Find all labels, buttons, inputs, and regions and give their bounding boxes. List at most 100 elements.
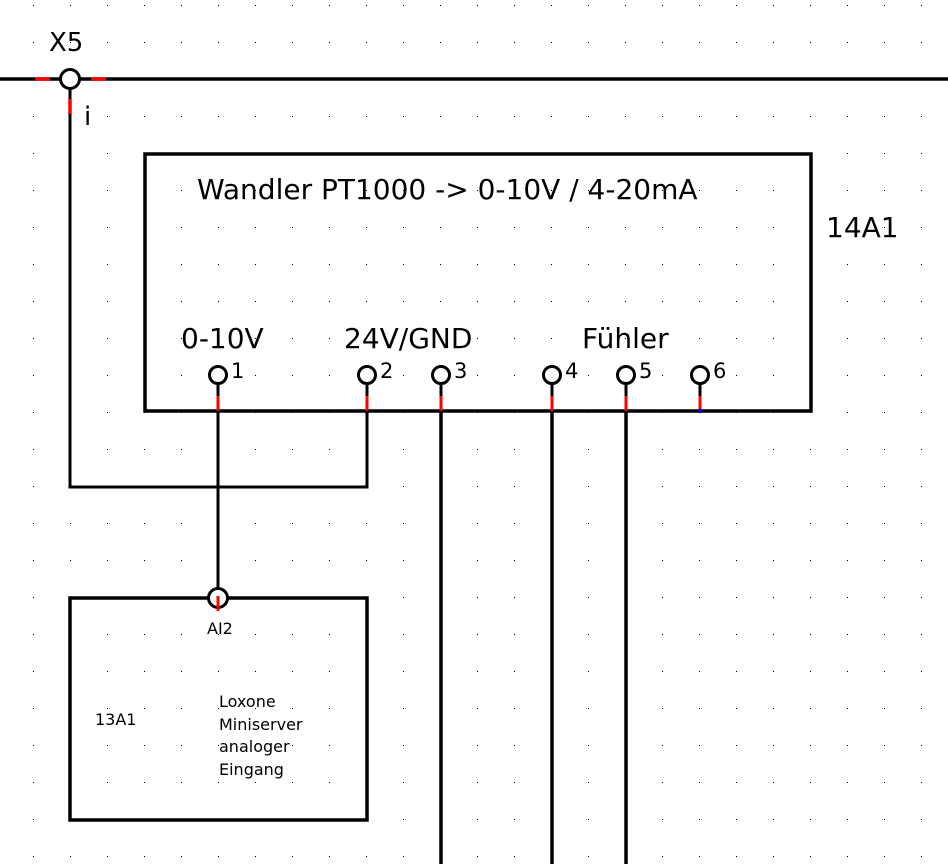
pin-terminal[interactable] xyxy=(616,365,636,385)
grid-dot xyxy=(33,227,34,228)
grid-dot xyxy=(514,5,515,6)
grid-dot xyxy=(144,116,145,117)
grid-dot xyxy=(514,227,515,228)
pin-terminal[interactable] xyxy=(208,365,228,385)
grid-dot xyxy=(921,338,922,339)
grid-dot xyxy=(107,671,108,672)
grid-dot xyxy=(884,190,885,191)
grid-dot xyxy=(218,745,219,746)
grid-dot xyxy=(403,597,404,598)
grid-dot xyxy=(218,42,219,43)
grid-dot xyxy=(255,782,256,783)
grid-dot xyxy=(477,5,478,6)
grid-dot xyxy=(847,412,848,413)
grid-dot xyxy=(699,5,700,6)
grid-dot xyxy=(810,634,811,635)
converter-box[interactable] xyxy=(143,152,813,413)
pin-terminal[interactable] xyxy=(357,365,377,385)
grid-dot xyxy=(181,227,182,228)
grid-dot xyxy=(514,745,515,746)
converter-pin-4[interactable]: 4 xyxy=(542,359,579,411)
pin-terminal[interactable] xyxy=(690,365,710,385)
grid-dot xyxy=(107,856,108,857)
grid-dot xyxy=(699,190,700,191)
grid-dot xyxy=(699,782,700,783)
grid-dot xyxy=(810,42,811,43)
grid-dot xyxy=(477,338,478,339)
grid-dot xyxy=(477,449,478,450)
grid-dot xyxy=(699,671,700,672)
grid-dot xyxy=(662,301,663,302)
grid-dot xyxy=(884,42,885,43)
grid-dot xyxy=(255,560,256,561)
grid-dot xyxy=(403,782,404,783)
pin-number: 3 xyxy=(454,359,467,383)
grid-dot xyxy=(514,856,515,857)
grid-dot xyxy=(181,42,182,43)
miniserver-desc-line: Loxone xyxy=(219,692,276,711)
grid-dot xyxy=(366,264,367,265)
grid-dot xyxy=(625,264,626,265)
grid-dot xyxy=(218,782,219,783)
grid-dot xyxy=(773,338,774,339)
grid-dot xyxy=(662,819,663,820)
converter-pin-6[interactable]: 6 xyxy=(690,359,727,413)
grid-dot xyxy=(255,116,256,117)
grid-dot xyxy=(107,5,108,6)
grid-dot xyxy=(440,42,441,43)
grid-dot xyxy=(662,227,663,228)
grid-dot xyxy=(403,671,404,672)
grid-dot xyxy=(847,227,848,228)
grid-dot xyxy=(773,486,774,487)
grid-dot xyxy=(107,634,108,635)
converter-pin-5[interactable]: 5 xyxy=(616,359,653,411)
grid-dot xyxy=(588,708,589,709)
converter-pin-2[interactable]: 2 xyxy=(357,359,394,411)
pin-number: 5 xyxy=(639,359,652,383)
grid-dot xyxy=(292,116,293,117)
converter-pins: 1 2 3 4 5 6 xyxy=(208,359,727,413)
grid-dot xyxy=(33,375,34,376)
grid-dot xyxy=(736,116,737,117)
grid-dot xyxy=(366,42,367,43)
grid-dot xyxy=(477,856,478,857)
grid-dot xyxy=(884,634,885,635)
grid-dot xyxy=(181,634,182,635)
grid-dot xyxy=(477,708,478,709)
grid-dot xyxy=(403,708,404,709)
grid-dot xyxy=(292,338,293,339)
pin-terminal[interactable] xyxy=(542,365,562,385)
grid-dot xyxy=(699,486,700,487)
grid-dot xyxy=(588,597,589,598)
converter-pin-1[interactable]: 1 xyxy=(208,359,245,411)
miniserver-13a1[interactable]: AI2 13A1 Loxone Miniserver analoger Eing… xyxy=(68,587,369,822)
grid-dot xyxy=(810,708,811,709)
grid-dot xyxy=(514,708,515,709)
bus-x5[interactable]: X5 i xyxy=(0,28,948,132)
grid-dot xyxy=(773,856,774,857)
grid-dot xyxy=(440,338,441,339)
terminal-x5-i[interactable] xyxy=(59,68,81,90)
grid-dot xyxy=(810,856,811,857)
grid-dot xyxy=(292,671,293,672)
pin-number: 2 xyxy=(380,359,393,383)
grid-dot xyxy=(625,338,626,339)
grid-dot xyxy=(477,523,478,524)
grid-dot xyxy=(810,523,811,524)
grid-dot xyxy=(551,301,552,302)
grid-dot xyxy=(292,560,293,561)
grid-dot xyxy=(255,42,256,43)
grid-dot xyxy=(699,264,700,265)
grid-dot xyxy=(366,560,367,561)
grid-dot xyxy=(773,264,774,265)
grid-dot xyxy=(921,5,922,6)
grid-dot xyxy=(107,560,108,561)
pin-terminal[interactable] xyxy=(431,365,451,385)
converter-14a1[interactable]: Wandler PT1000 -> 0-10V / 4-20mA 14A1 0-… xyxy=(143,152,899,413)
grid-dot xyxy=(699,560,700,561)
grid-dot xyxy=(884,338,885,339)
grid-dot xyxy=(255,634,256,635)
converter-pin-3[interactable]: 3 xyxy=(431,359,468,411)
grid-dot xyxy=(810,597,811,598)
grid-dot xyxy=(477,375,478,376)
